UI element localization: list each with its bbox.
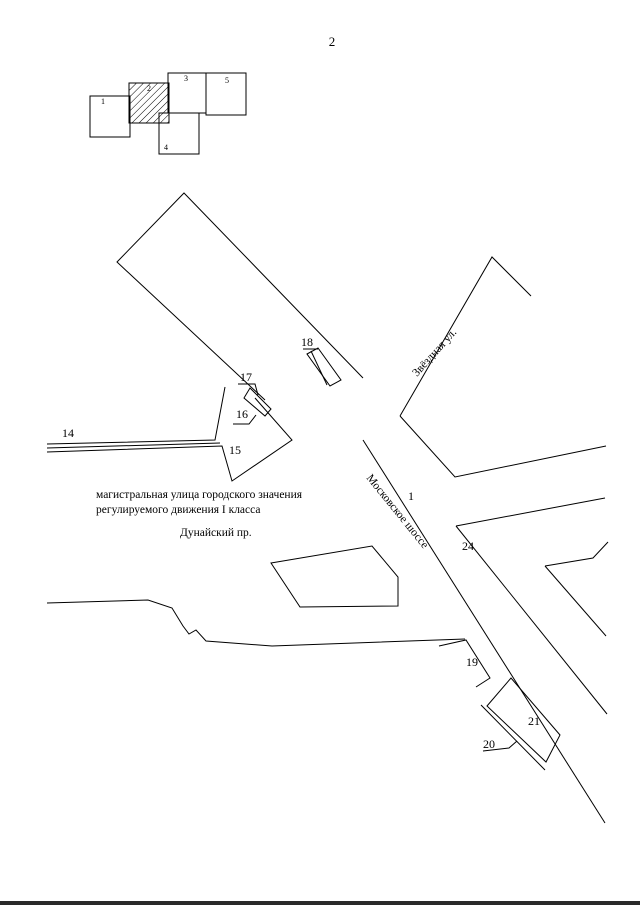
block-far-east-top xyxy=(544,541,609,567)
block-north-west xyxy=(116,192,364,401)
label-1: 1 xyxy=(408,489,414,503)
label-15: 15 xyxy=(229,443,241,457)
block-far-east xyxy=(544,565,607,637)
road-class-caption-line2: регулируемого движения I класса xyxy=(96,504,261,516)
key-label-3: 3 xyxy=(184,74,188,83)
block-21 xyxy=(486,677,561,763)
block-east-edge xyxy=(399,415,607,478)
key-label-2: 2 xyxy=(147,84,151,93)
block-west xyxy=(46,386,226,445)
page-bottom-edge xyxy=(0,901,640,905)
leader-20 xyxy=(482,740,518,752)
label-20: 20 xyxy=(483,737,495,751)
page-number: 2 xyxy=(328,34,336,49)
label-24: 24 xyxy=(462,539,474,553)
road-west-moskovskoe xyxy=(362,439,606,824)
street-dunaisky: Дунайский пр. xyxy=(180,527,252,539)
block-central xyxy=(270,545,399,608)
key-label-1: 1 xyxy=(101,97,105,106)
road-network xyxy=(46,192,609,824)
label-19: 19 xyxy=(466,655,478,669)
street-moskovskoe: Московское шоссе xyxy=(364,472,431,551)
key-sheet-2 xyxy=(128,82,170,124)
block-west-edge xyxy=(46,397,293,482)
key-sheet-5 xyxy=(205,72,247,116)
key-sheet-1 xyxy=(89,95,131,138)
line-14 xyxy=(46,442,221,449)
line-20 xyxy=(480,704,546,771)
street-zvezdnaya: Звёздная ул. xyxy=(410,326,459,379)
key-map xyxy=(89,72,247,155)
label-17: 17 xyxy=(240,370,252,384)
road-class-caption-line1: магистральная улица городского значения xyxy=(96,489,303,501)
label-16: 16 xyxy=(236,407,248,421)
label-14: 14 xyxy=(62,426,74,440)
object-16-17 xyxy=(233,383,272,425)
road-east-moskovskoe xyxy=(455,525,608,715)
label-18: 18 xyxy=(301,335,313,349)
block-north-east xyxy=(399,256,532,417)
label-21: 21 xyxy=(528,714,540,728)
object-18 xyxy=(303,347,342,387)
road-east-upper xyxy=(455,497,606,527)
road-south-west xyxy=(46,599,466,647)
block-19 xyxy=(438,639,491,688)
key-label-5: 5 xyxy=(225,76,229,85)
key-label-4: 4 xyxy=(164,143,168,152)
